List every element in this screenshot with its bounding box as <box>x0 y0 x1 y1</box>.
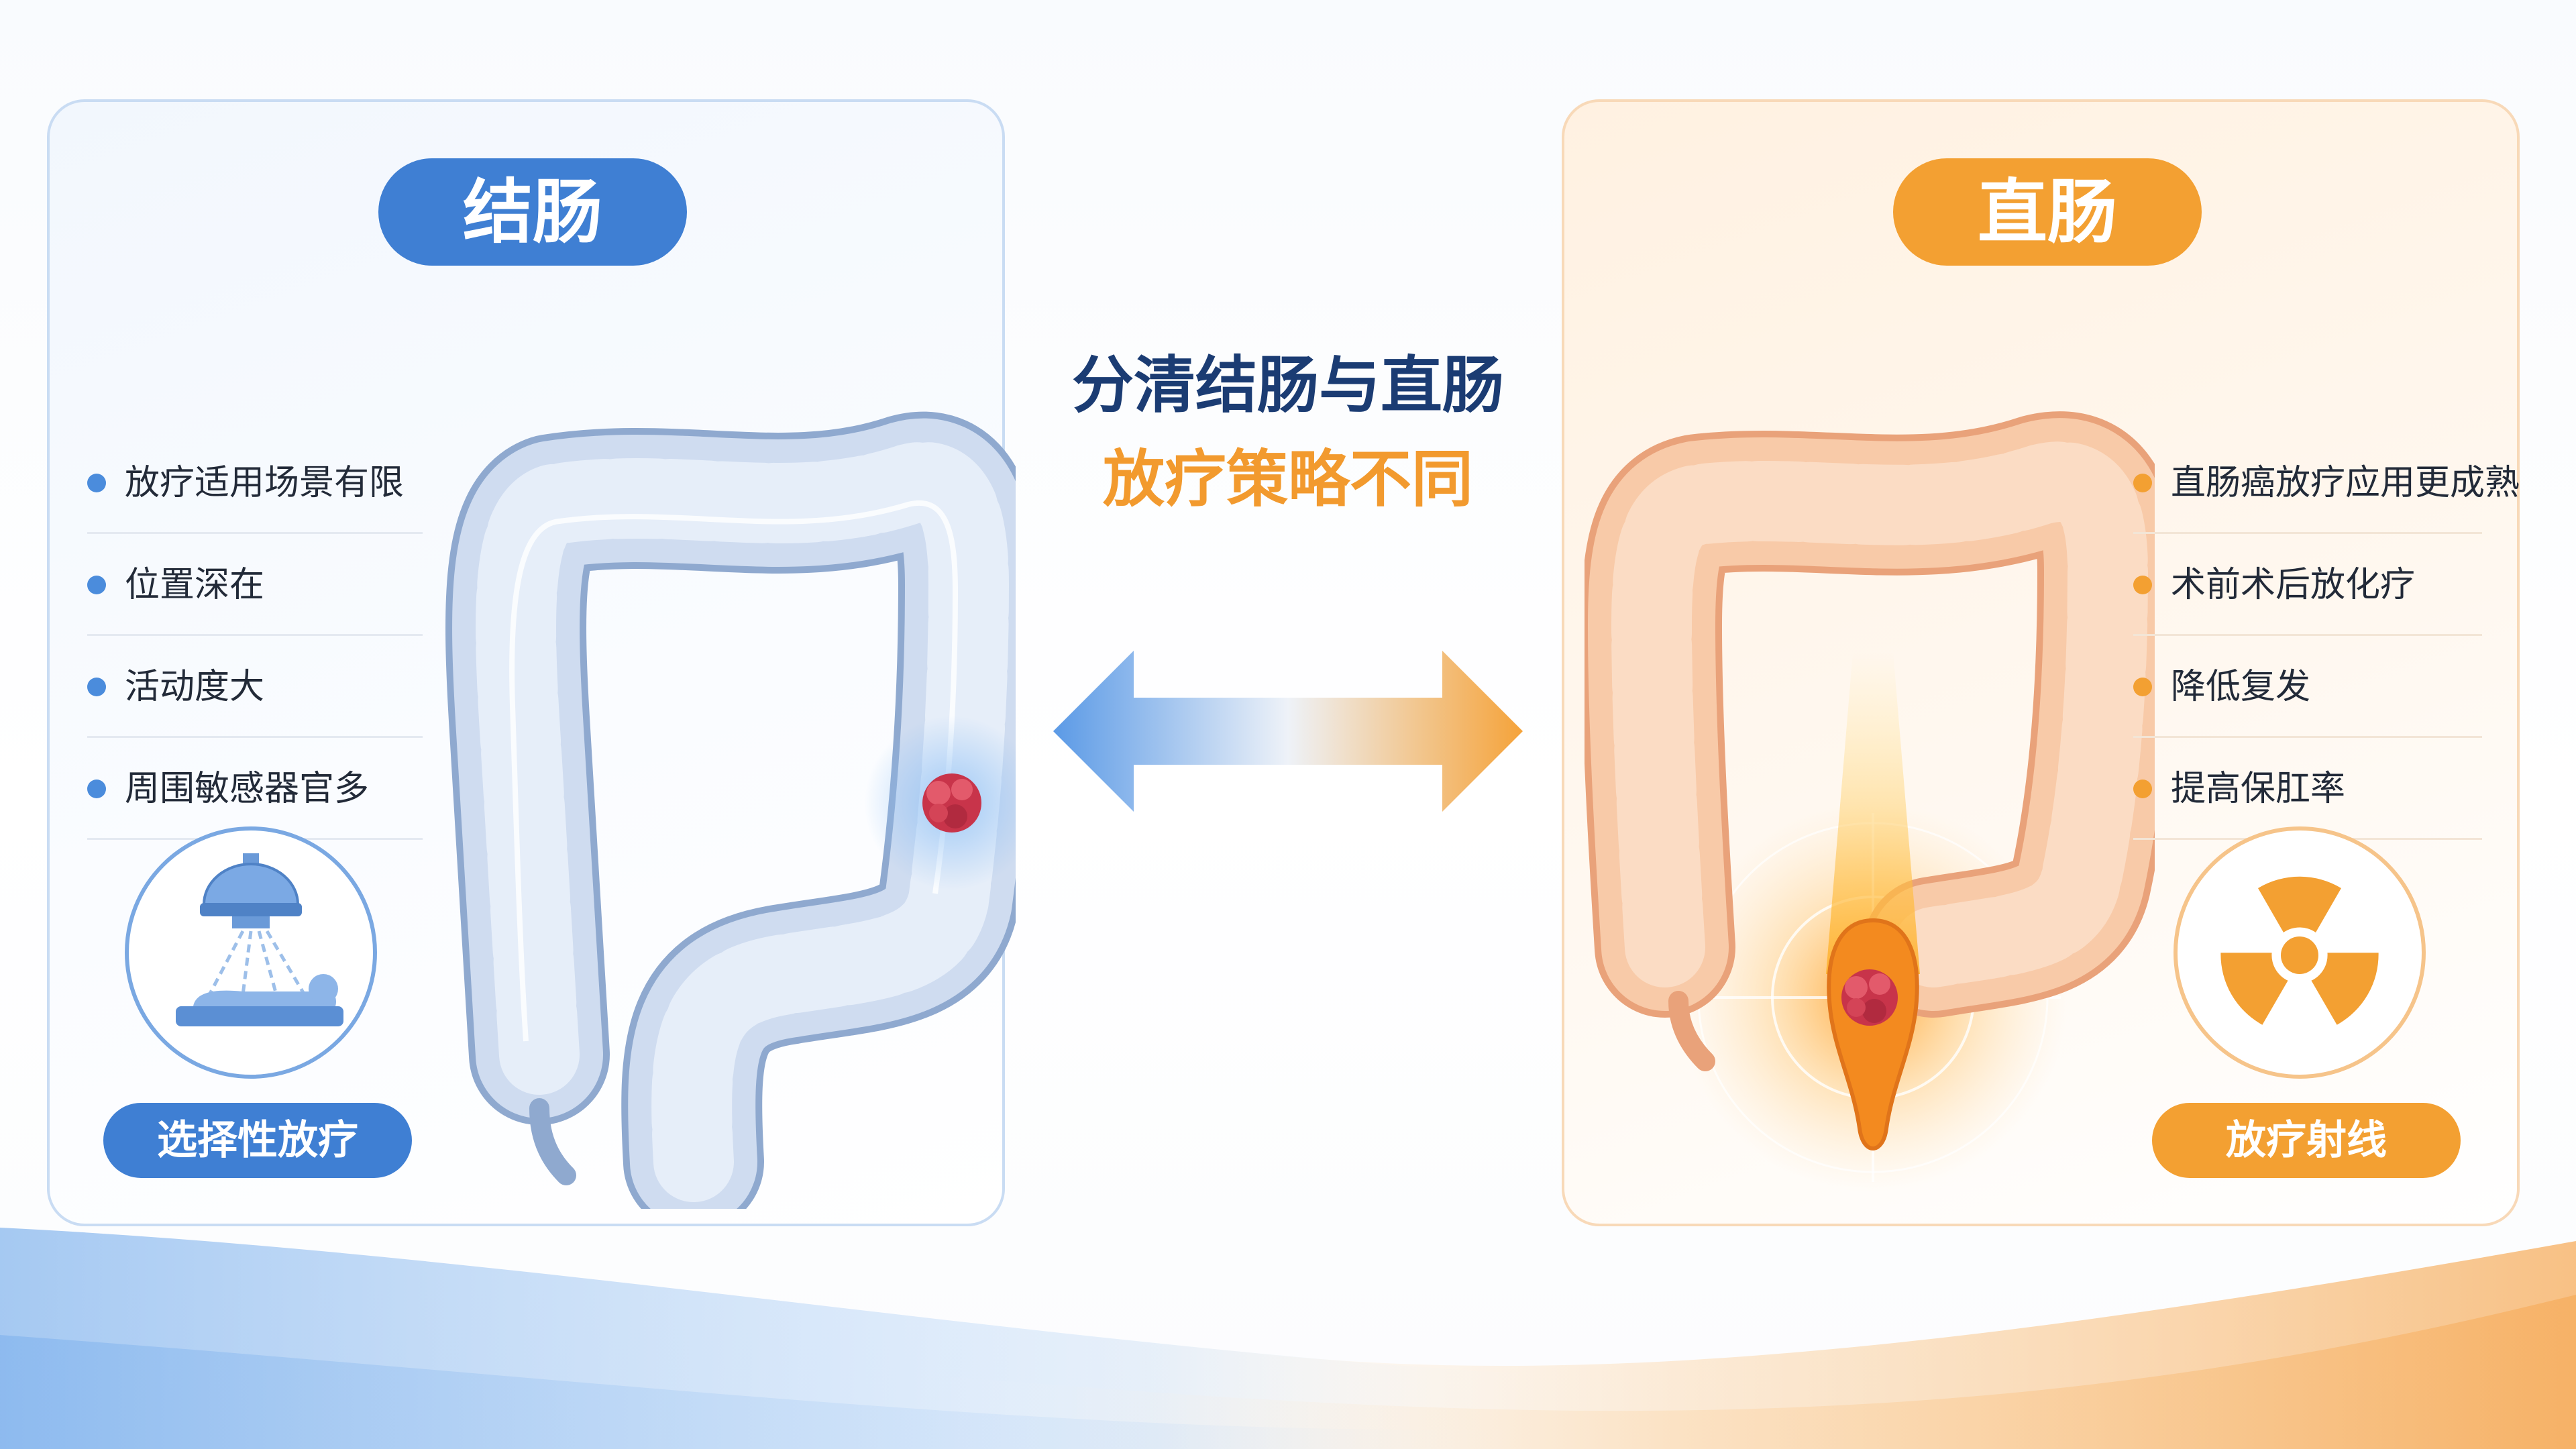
colon-feature-item: 位置深在 <box>87 534 423 636</box>
bullet-dot-icon <box>2133 474 2152 492</box>
radiotherapy-icon-circle <box>125 826 377 1079</box>
bullet-dot-icon <box>2133 576 2152 594</box>
rectum-feature-list: 直肠癌放疗应用更成熟 术前术后放化疗 降低复发 提高保肛率 <box>2133 432 2520 840</box>
center-title-line1: 分清结肠与直肠 <box>1071 350 1504 421</box>
rectum-feature-item: 提高保肛率 <box>2133 738 2482 840</box>
bullet-dot-icon <box>2133 780 2152 798</box>
bullet-dot-icon <box>87 474 106 492</box>
colon-feature-list: 放疗适用场景有限 位置深在 活动度大 周围敏感器官多 <box>87 432 423 840</box>
colon-feature-item: 周围敏感器官多 <box>87 738 423 840</box>
colon-title: 结肠 <box>378 158 687 266</box>
rectum-feature-item: 术前术后放化疗 <box>2133 534 2482 636</box>
colon-illustration <box>445 411 1016 1209</box>
center-title-line2: 放疗策略不同 <box>1102 443 1473 515</box>
bullet-dot-icon <box>87 678 106 696</box>
radiation-trefoil-icon <box>2220 876 2379 1025</box>
colon-feature-item: 放疗适用场景有限 <box>87 432 423 534</box>
colon-badge: 选择性放疗 <box>103 1103 412 1178</box>
rectum-feature-item: 直肠癌放疗应用更成熟 <box>2133 432 2520 534</box>
radiotherapy-machine-icon <box>176 853 343 1026</box>
double-arrow-icon <box>1053 651 1523 812</box>
bullet-dot-icon <box>87 780 106 798</box>
bullet-dot-icon <box>87 576 106 594</box>
rectum-feature-item: 降低复发 <box>2133 636 2482 738</box>
colon-feature-item: 活动度大 <box>87 636 423 738</box>
bullet-dot-icon <box>2133 678 2152 696</box>
rectum-illustration <box>1585 411 2155 1192</box>
rectum-badge: 放疗射线 <box>2152 1103 2461 1178</box>
rectum-panel: 直肠 直肠癌放疗应用更成熟 术 <box>1562 99 2520 1226</box>
colon-panel: 结肠 放疗适用场景有限 位置深在 活动度大 周围敏感器官多 <box>47 99 1016 1226</box>
rectum-title: 直肠 <box>1893 158 2202 266</box>
radiation-icon-circle <box>2174 826 2426 1079</box>
